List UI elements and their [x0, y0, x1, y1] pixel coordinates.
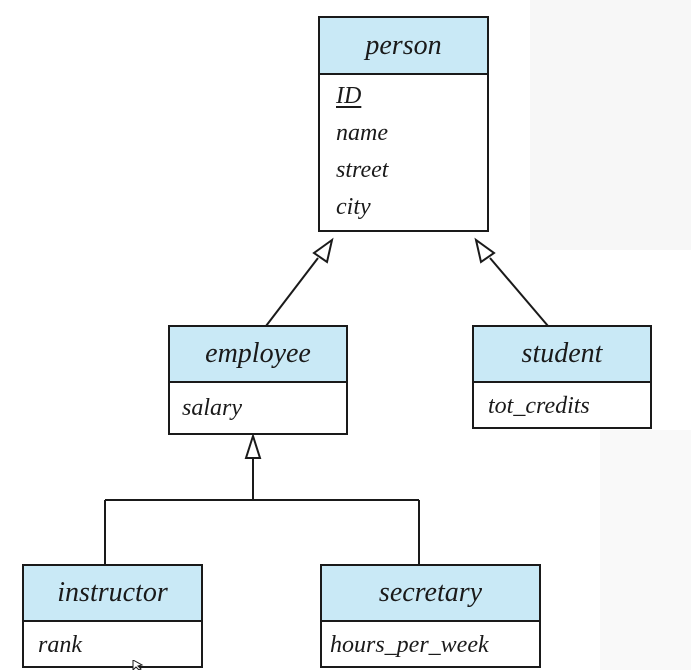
generalization-arrowhead-employee	[312, 237, 334, 264]
mouse-pointer-icon	[132, 660, 144, 670]
entity-student-attributes: tot_credits	[474, 383, 650, 429]
employee-to-person-line	[265, 257, 319, 327]
background-shade	[530, 0, 691, 250]
entity-secretary-attributes: hours_per_week	[322, 622, 539, 668]
attribute-tot-credits: tot_credits	[488, 393, 590, 419]
background-shade-lower	[600, 430, 691, 670]
entity-employee-attributes: salary	[170, 383, 346, 433]
entity-employee: employee salary	[168, 325, 348, 435]
entity-person: person ID name street city	[318, 16, 489, 232]
attribute-city: city	[336, 194, 371, 220]
generalization-arrowhead-instructor-secretary	[244, 432, 262, 459]
entity-person-attributes: ID name street city	[320, 75, 487, 226]
attribute-id-primary-key: ID	[336, 83, 362, 109]
generalization-arrowhead-student	[474, 237, 496, 264]
entity-secretary-name: secretary	[322, 566, 539, 622]
attribute-name: name	[336, 120, 388, 146]
attribute-rank: rank	[38, 632, 82, 658]
entity-student-name: student	[474, 327, 650, 383]
entity-instructor: instructor rank	[22, 564, 203, 668]
entity-employee-name: employee	[170, 327, 346, 383]
entity-instructor-attributes: rank	[24, 622, 201, 668]
entity-instructor-name: instructor	[24, 566, 201, 622]
entity-person-name: person	[320, 18, 487, 75]
entity-student: student tot_credits	[472, 325, 652, 429]
attribute-street: street	[336, 157, 389, 183]
attribute-salary: salary	[182, 395, 242, 421]
entity-secretary: secretary hours_per_week	[320, 564, 541, 668]
attribute-hours-per-week: hours_per_week	[330, 632, 489, 658]
student-to-person-line	[489, 257, 549, 327]
